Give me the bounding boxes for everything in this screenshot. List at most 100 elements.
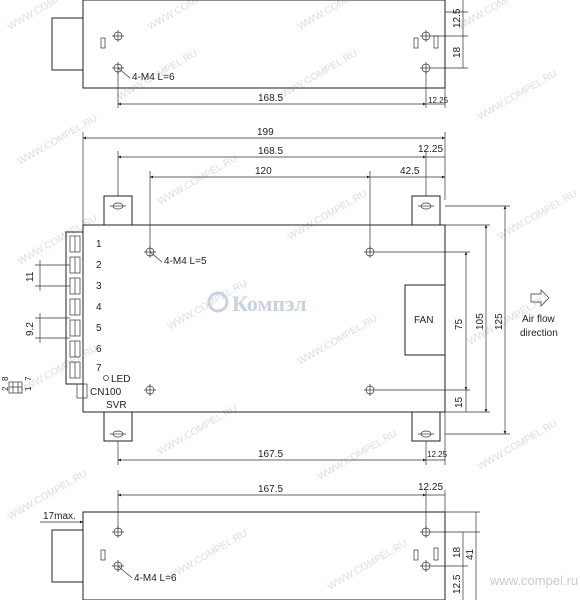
dim-label: 168.5	[258, 146, 283, 157]
watermark-text: WWW.COMPEL.RU	[16, 113, 99, 168]
screw-note: 4-M4 L=6	[132, 72, 175, 83]
slot-icon	[100, 37, 106, 49]
mounting-hole-icon	[112, 30, 124, 42]
logo-mark-icon	[207, 291, 229, 313]
dim-label: 167.5	[258, 484, 283, 495]
slot-icon	[413, 37, 419, 49]
watermark-text: WWW.COMPEL.RU	[326, 538, 409, 593]
watermark-text: WWW.COMPEL.RU	[316, 428, 399, 483]
terminal-pin	[69, 256, 81, 274]
fan-label: FAN	[414, 315, 433, 326]
dim-label: 12.25	[418, 144, 443, 155]
watermark-text: WWW.COMPEL.RU	[496, 188, 579, 243]
terminal-number: 2	[96, 260, 102, 271]
dim-label: 18	[452, 46, 463, 58]
mounting-hole-icon	[420, 30, 432, 42]
dim-label: 12.25	[418, 482, 443, 493]
dim-label: 42.5	[400, 166, 420, 177]
dim-label: 15	[454, 396, 465, 408]
mounting-hole-icon	[112, 526, 124, 538]
watermark-text: WWW.COMPEL.RU	[156, 153, 239, 208]
dim-label: 17max.	[43, 511, 76, 522]
dim-label: 199	[257, 127, 274, 138]
corner-url: www.compel.ru	[489, 573, 578, 588]
watermark-text: WWW.COMPEL.RU	[16, 213, 99, 268]
pin-label: 1	[24, 386, 33, 391]
screw-note: 4-M4 L=5	[164, 256, 207, 267]
pin-map-icon	[8, 381, 23, 394]
terminal-number: 6	[96, 344, 102, 355]
dim-label: 75	[454, 318, 465, 330]
slot-icon	[100, 549, 106, 561]
watermark-text: WWW.COMPEL.RU	[156, 403, 239, 458]
terminal-block	[65, 231, 84, 385]
pin-label: 8	[1, 376, 10, 381]
watermark-text: WWW.COMPEL.RU	[166, 528, 249, 583]
watermark-text: WWW.COMPEL.RU	[146, 0, 229, 33]
watermark-text: WWW.COMPEL.RU	[296, 313, 379, 368]
terminal-number: 5	[96, 323, 102, 334]
dim-label: 41	[465, 548, 476, 560]
screw-hole-icon	[144, 384, 156, 396]
bottom-view-terminal-block	[51, 529, 84, 583]
dim-label: 12.25	[427, 450, 448, 459]
watermark-text: WWW.COMPEL.RU	[476, 418, 559, 473]
watermark-text: WWW.COMPEL.RU	[286, 188, 369, 243]
terminal-number: 3	[96, 281, 102, 292]
svr-label: SVR	[106, 400, 127, 411]
dim-label: 11	[25, 271, 36, 282]
terminal-pin	[69, 361, 81, 379]
dim-label: 105	[475, 313, 486, 330]
mounting-hole-icon	[420, 560, 432, 572]
dim-label: 12.5	[452, 8, 463, 28]
slot-icon	[413, 549, 419, 561]
watermark-text: WWW.COMPEL.RU	[276, 48, 359, 103]
bottom-view: 167.5 12.25 17max. 4-M4 L=6 18 12.5 41	[40, 482, 480, 600]
cn100-connector	[76, 383, 88, 399]
dim-label: 9.2	[25, 322, 36, 336]
dim-label: 120	[255, 166, 272, 177]
dim-label: 18	[452, 546, 463, 558]
dim-label: 167.5	[258, 449, 283, 460]
front-view: 199 168.5 12.25 120 42.5 4-M4 L=5	[1, 127, 558, 465]
leader-line	[117, 565, 133, 579]
watermark-text: WWW.COMPEL.RU	[6, 0, 89, 33]
airflow-label: Air flow	[522, 314, 556, 325]
airflow-label: direction	[520, 328, 558, 339]
pin-label: 7	[24, 376, 33, 381]
screw-hole-icon	[364, 246, 376, 258]
mounting-hole-icon	[110, 202, 126, 210]
terminal-number: 1	[96, 239, 102, 250]
watermark-text: WWW.COMPEL.RU	[456, 0, 539, 33]
terminal-pin	[69, 298, 81, 316]
mounting-hole-icon	[110, 430, 126, 438]
terminal-pin	[69, 319, 81, 337]
screw-hole-icon	[364, 384, 376, 396]
terminal-pin	[69, 277, 81, 295]
mounting-hole-icon	[418, 430, 434, 438]
led-label: LED	[111, 374, 130, 385]
mounting-ear	[103, 195, 133, 226]
front-view-body	[82, 224, 446, 413]
watermark-text: WWW.COMPEL.RU	[296, 0, 379, 33]
watermark-layer: WWW.COMPEL.RU WWW.COMPEL.RU WWW.COMPEL.R…	[6, 0, 579, 593]
cn100-label: CN100	[90, 387, 122, 398]
dim-label: 125	[494, 313, 505, 330]
compel-logo: Компэл	[232, 291, 307, 316]
leader-line	[149, 251, 163, 263]
dim-label: 168.5	[258, 93, 283, 104]
terminal-pin	[69, 340, 81, 358]
pin-label: 2	[1, 386, 10, 391]
terminal-number: 7	[96, 363, 102, 374]
watermark-text: WWW.COMPEL.RU	[476, 68, 559, 123]
fan-outline	[404, 284, 446, 356]
dim-label: 12.5	[452, 574, 463, 594]
leader-line	[117, 67, 131, 79]
slot-icon	[433, 547, 439, 561]
led-indicator-icon	[103, 375, 109, 381]
mounting-ear	[411, 195, 441, 226]
terminal-block-outline	[65, 231, 84, 385]
slot-icon	[433, 35, 439, 49]
terminal-pin	[69, 235, 81, 253]
